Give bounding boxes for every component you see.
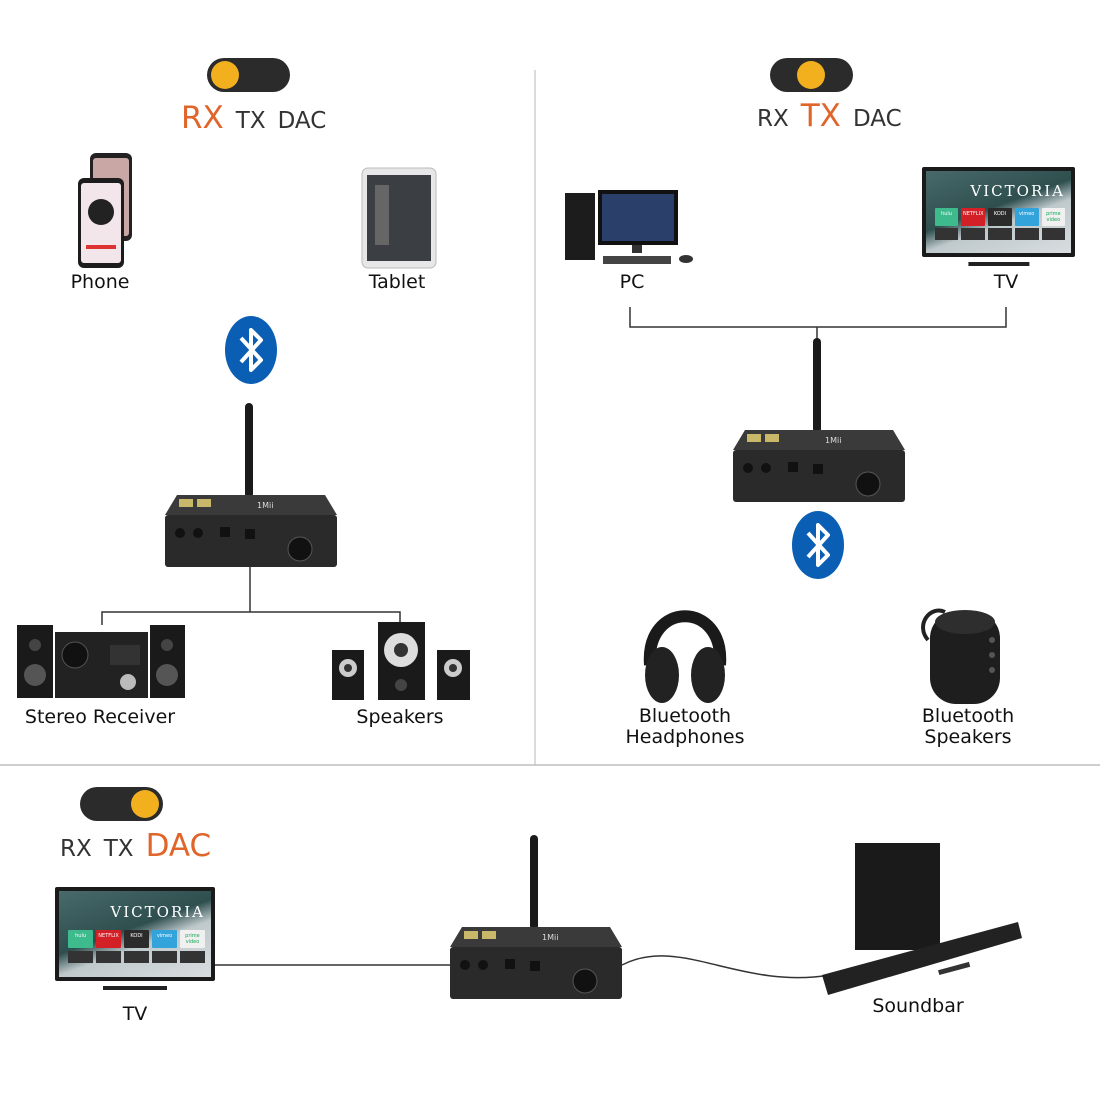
mode-dac: DAC — [277, 108, 327, 134]
mode-tx: TX — [103, 836, 134, 862]
stereo-receiver-label: Stereo Receiver — [24, 706, 176, 728]
tv-screen-title: VICTORIA — [970, 182, 1065, 201]
speakers-label: Speakers — [356, 706, 444, 728]
streaming-tile: KODI — [124, 929, 150, 948]
tablet-label: Tablet — [368, 271, 426, 293]
label-line: Headphones — [625, 726, 745, 748]
label-line: Speakers — [924, 726, 1012, 748]
phone-image — [78, 153, 132, 268]
rx-mode-labels: RX TX DAC — [181, 100, 338, 136]
tv-stand — [967, 262, 1030, 266]
pc-label: PC — [619, 271, 645, 293]
soundbar-image — [822, 843, 1022, 995]
device-brand: 1Mii — [542, 933, 558, 942]
label-line: Bluetooth — [921, 705, 1015, 727]
tablet-image — [361, 167, 437, 269]
soundbar-cable — [621, 955, 831, 979]
bluetooth-icon — [224, 315, 278, 389]
toggle-knob — [797, 61, 825, 89]
dac-tv-label: TV — [122, 1003, 148, 1025]
bluetooth-glyph — [792, 511, 844, 579]
dac-device: 1Mii — [450, 835, 625, 1004]
antenna — [813, 338, 821, 433]
streaming-tile: prime video — [1041, 207, 1066, 226]
toggle-knob — [211, 61, 239, 89]
streaming-tile: vimeo — [1014, 207, 1039, 226]
tv-screen-title: VICTORIA — [110, 903, 205, 922]
pc-image — [565, 190, 693, 264]
mode-rx: RX — [60, 836, 92, 862]
rx-output-connector — [101, 565, 401, 625]
device-graphic: 1Mii — [450, 835, 622, 999]
rx-device: 1Mii — [165, 403, 340, 572]
streaming-tile: vimeo — [152, 929, 177, 948]
tx-mode-labels: RX TX DAC — [757, 98, 914, 134]
tx-mode-toggle[interactable] — [770, 58, 853, 92]
device-front — [733, 450, 905, 502]
bluetooth-icon — [791, 510, 845, 584]
phone-label: Phone — [70, 271, 130, 293]
antenna — [245, 403, 253, 498]
mode-tx-active: TX — [800, 98, 841, 134]
stereo-receiver-image — [17, 625, 185, 698]
bluetooth-glyph — [225, 316, 277, 384]
device-graphic: 1Mii — [733, 338, 905, 502]
streaming-tile: NETFLIX — [961, 207, 986, 226]
soundbar-label: Soundbar — [872, 995, 964, 1017]
mode-rx-active: RX — [181, 100, 224, 136]
streaming-tile: KODI — [988, 207, 1012, 226]
device-graphic: 1Mii — [165, 403, 337, 567]
bluetooth-speaker-image — [921, 608, 1000, 704]
device-brand: 1Mii — [825, 436, 841, 445]
streaming-tile: hulu — [934, 207, 959, 226]
mode-dac: DAC — [852, 106, 902, 132]
dac-mode-labels: RX TX DAC — [60, 828, 223, 864]
device-front — [450, 947, 622, 999]
mode-dac-active: DAC — [145, 828, 212, 864]
tv-stand — [103, 986, 167, 990]
streaming-tile: prime video — [179, 929, 205, 948]
mode-rx: RX — [757, 106, 789, 132]
device-brand: 1Mii — [257, 501, 273, 510]
label-line: Bluetooth — [638, 705, 732, 727]
tx-input-connector — [629, 307, 1007, 342]
device-front — [165, 515, 337, 567]
tv-label: TV — [993, 271, 1019, 293]
antenna — [530, 835, 538, 930]
headphones-image — [643, 610, 727, 703]
dac-mode-toggle[interactable] — [80, 787, 163, 821]
streaming-tile: hulu — [68, 929, 94, 948]
streaming-tile: NETFLIX — [96, 929, 122, 948]
speakers-image — [332, 622, 470, 700]
rx-mode-toggle[interactable] — [207, 58, 290, 92]
tx-device: 1Mii — [733, 338, 908, 507]
mode-tx: TX — [235, 108, 266, 134]
toggle-knob — [131, 790, 159, 818]
